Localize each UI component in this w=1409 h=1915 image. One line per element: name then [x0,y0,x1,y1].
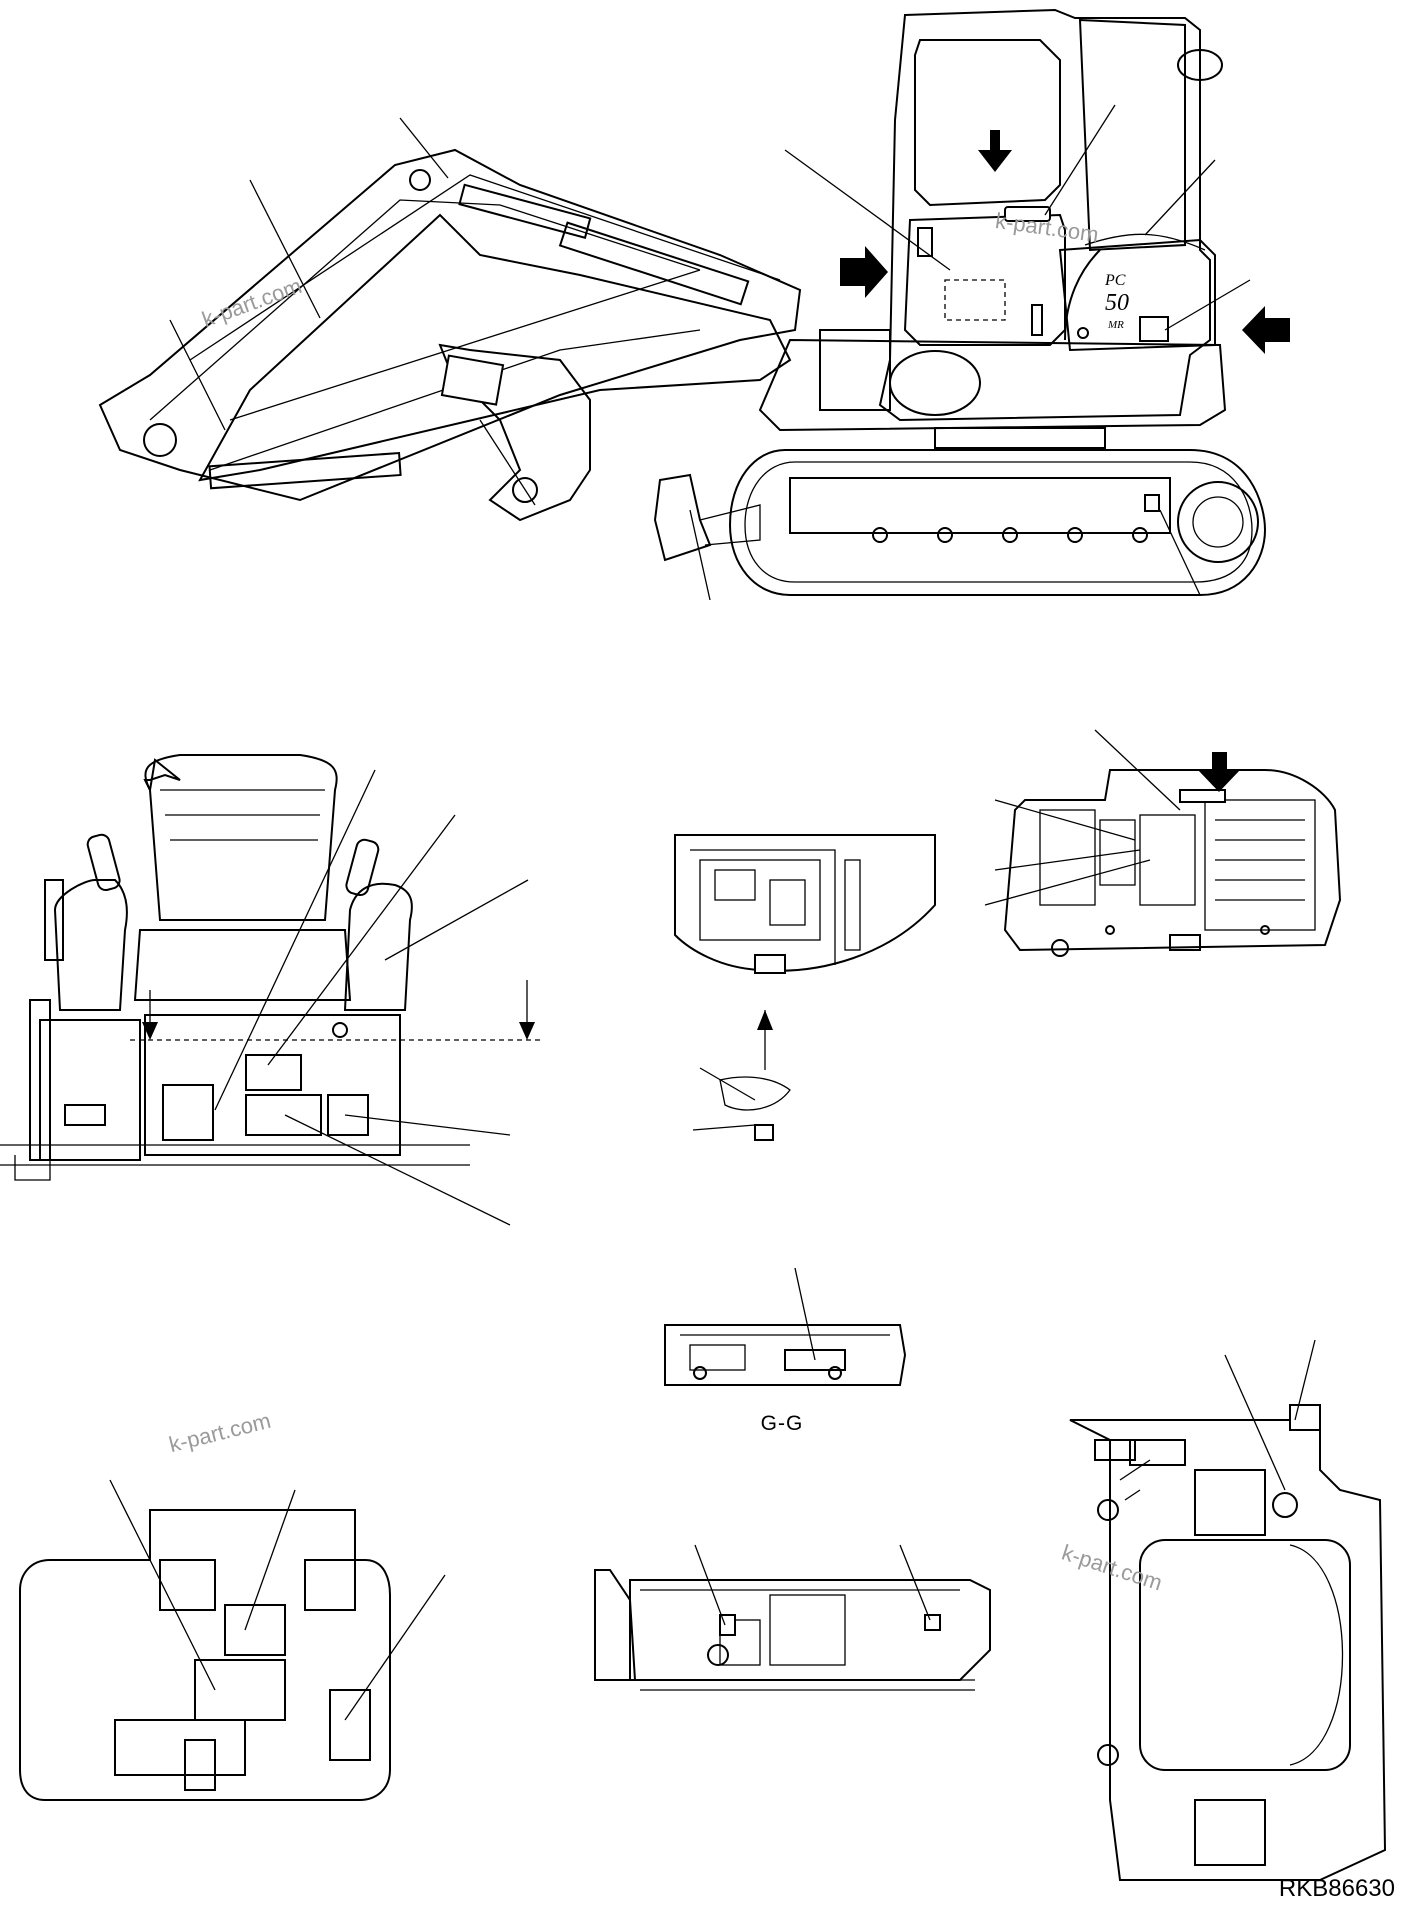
lower-frame-side-view [594,1544,991,1691]
detail-circle-view [674,834,936,1141]
model-badge-line2: 50 [1105,290,1129,316]
excavator-side-view: PC 50 MR [98,8,1290,601]
model-badge-line3: MR [1107,319,1124,331]
drawing-reference: RKB86630 [1278,1875,1395,1902]
cab-floor-top-view [19,1479,446,1801]
upper-structure-top-view [1069,1339,1387,1881]
section-g-g-label: G-G [761,1412,804,1435]
seat-rear-view [0,754,540,1226]
model-badge-line1: PC [1104,272,1126,289]
engine-compartment-view [984,729,1342,957]
section-g-g-view: G-G [664,1267,907,1435]
